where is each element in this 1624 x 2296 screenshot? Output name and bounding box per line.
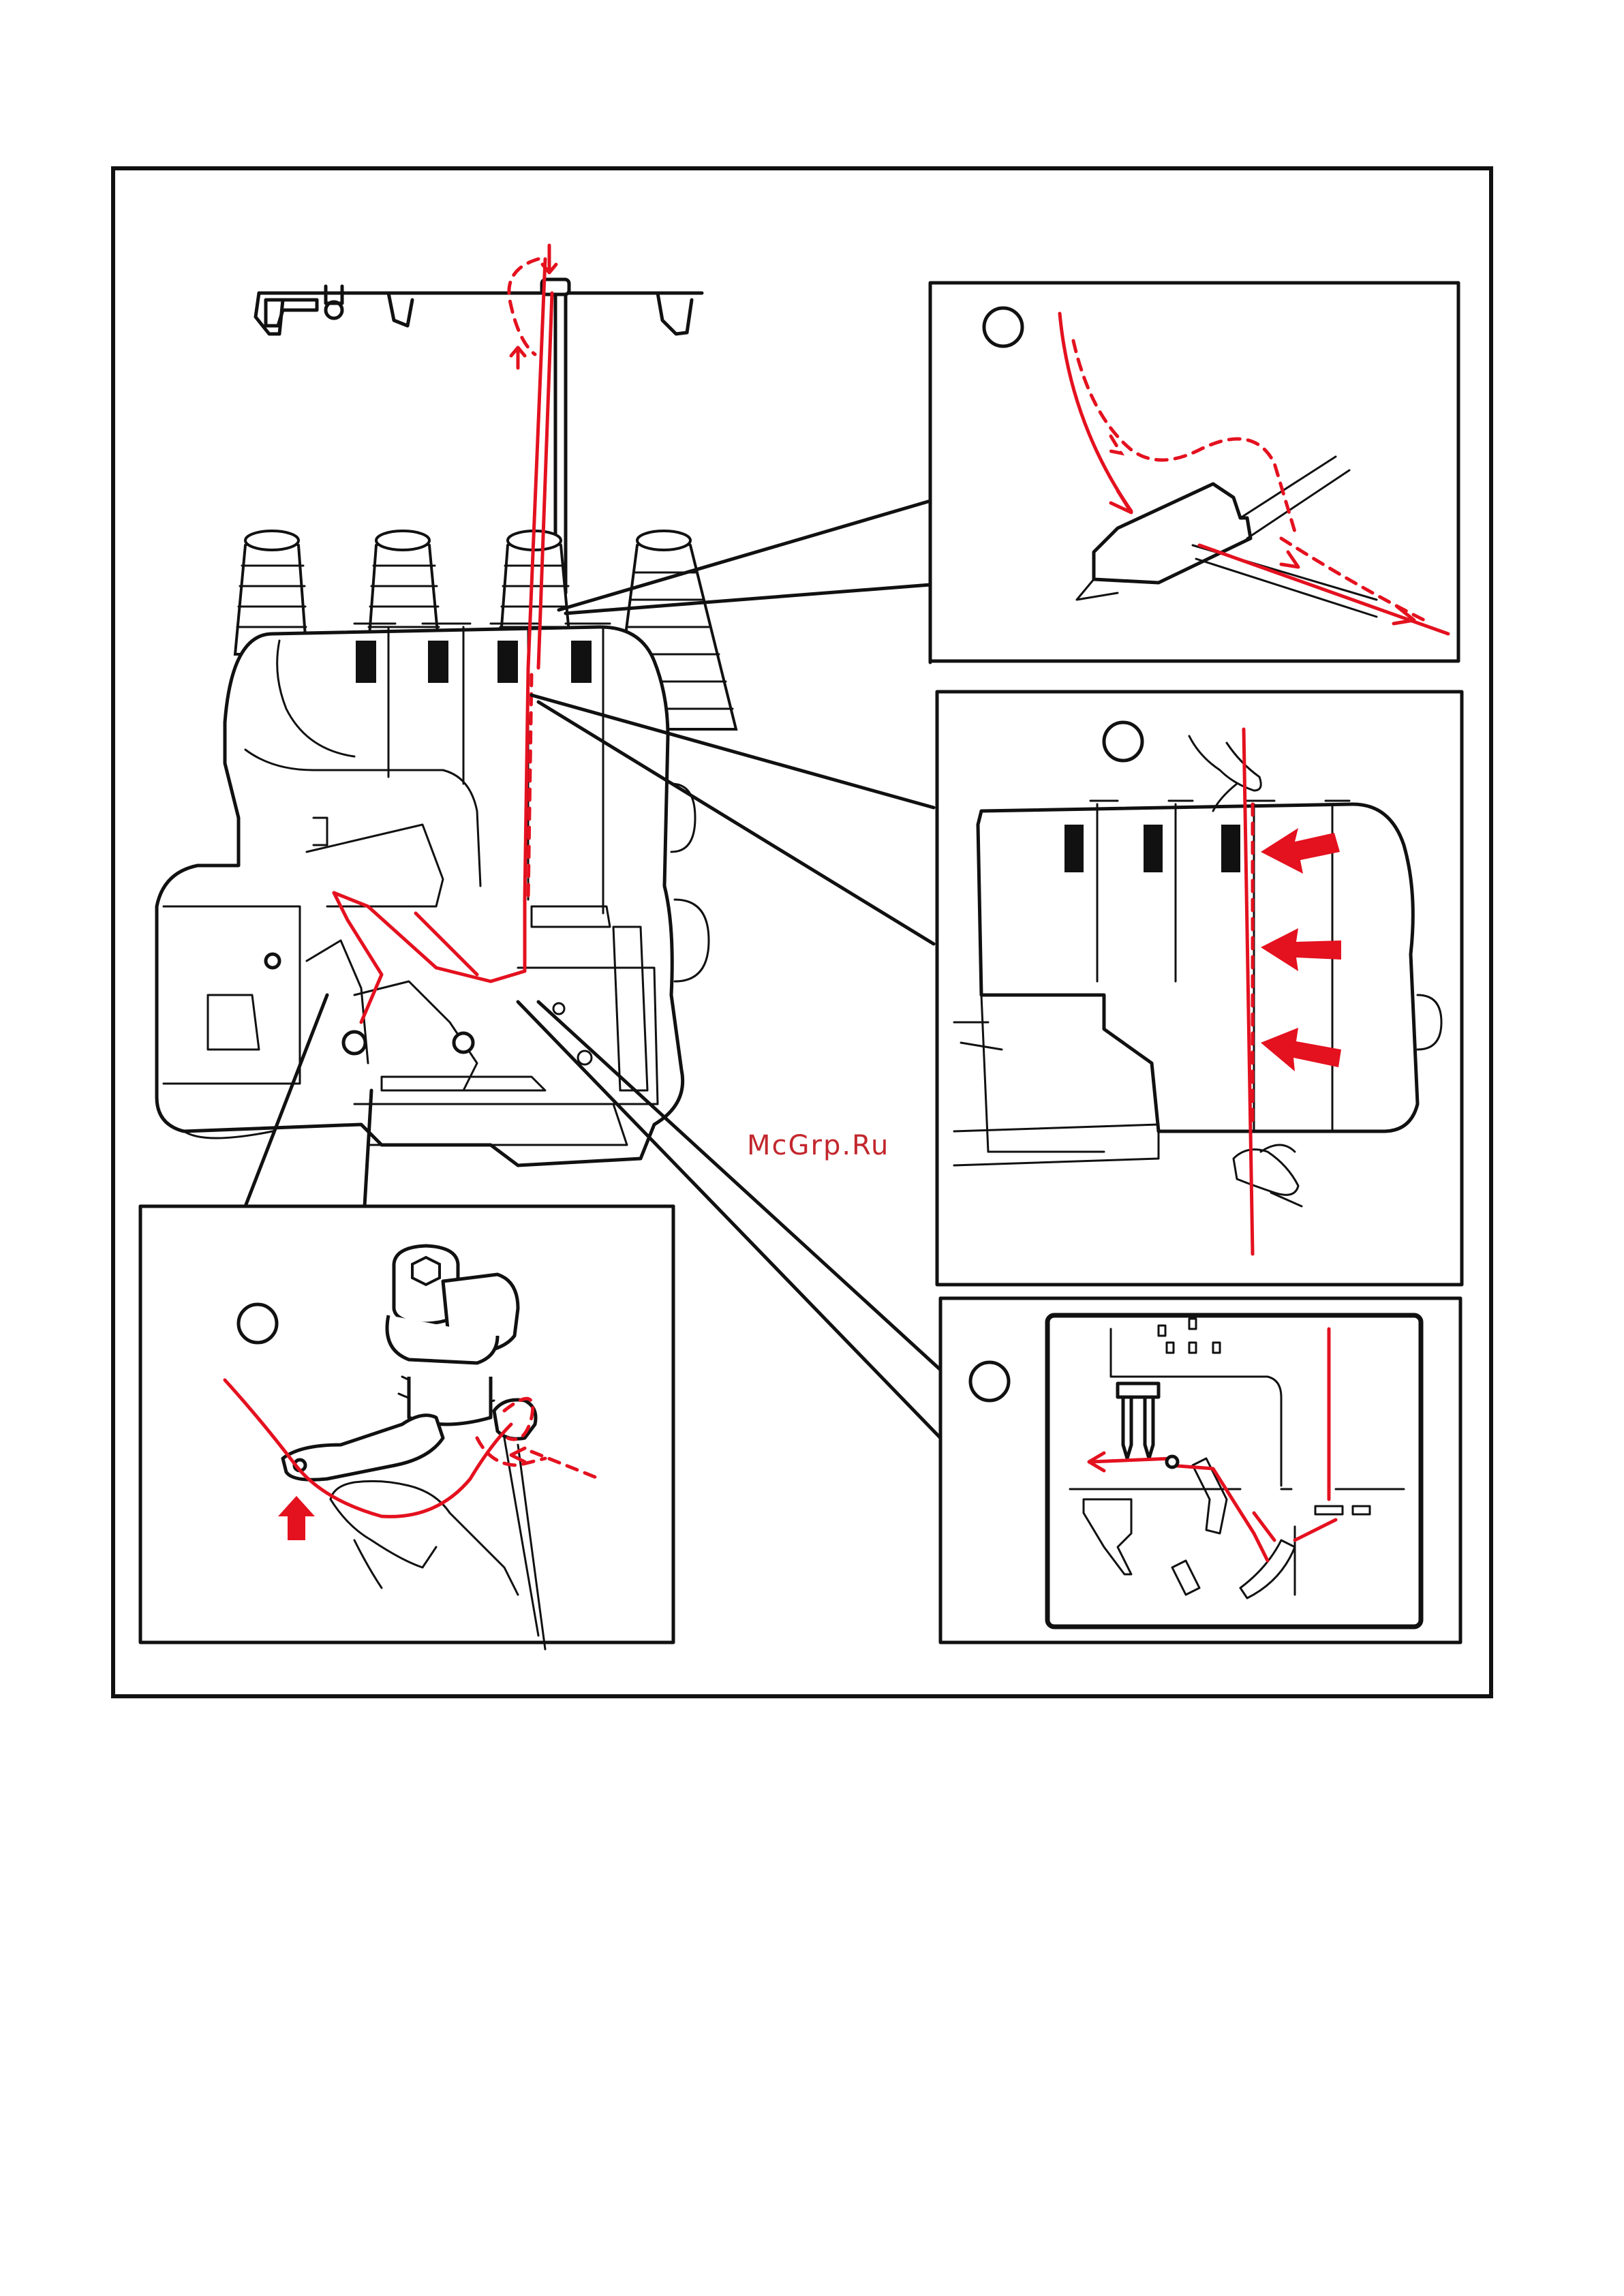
thread-stand <box>256 279 702 593</box>
thread-loop-top <box>509 259 538 354</box>
watermark-text: McGrp.Ru <box>747 1130 889 1161</box>
detail-needle-area <box>940 1298 1460 1642</box>
detail-thread-guide <box>930 283 1458 661</box>
detail-looper-threading <box>140 1206 673 1649</box>
serger-machine <box>157 245 736 1165</box>
detail-tension-threading <box>937 692 1462 1285</box>
